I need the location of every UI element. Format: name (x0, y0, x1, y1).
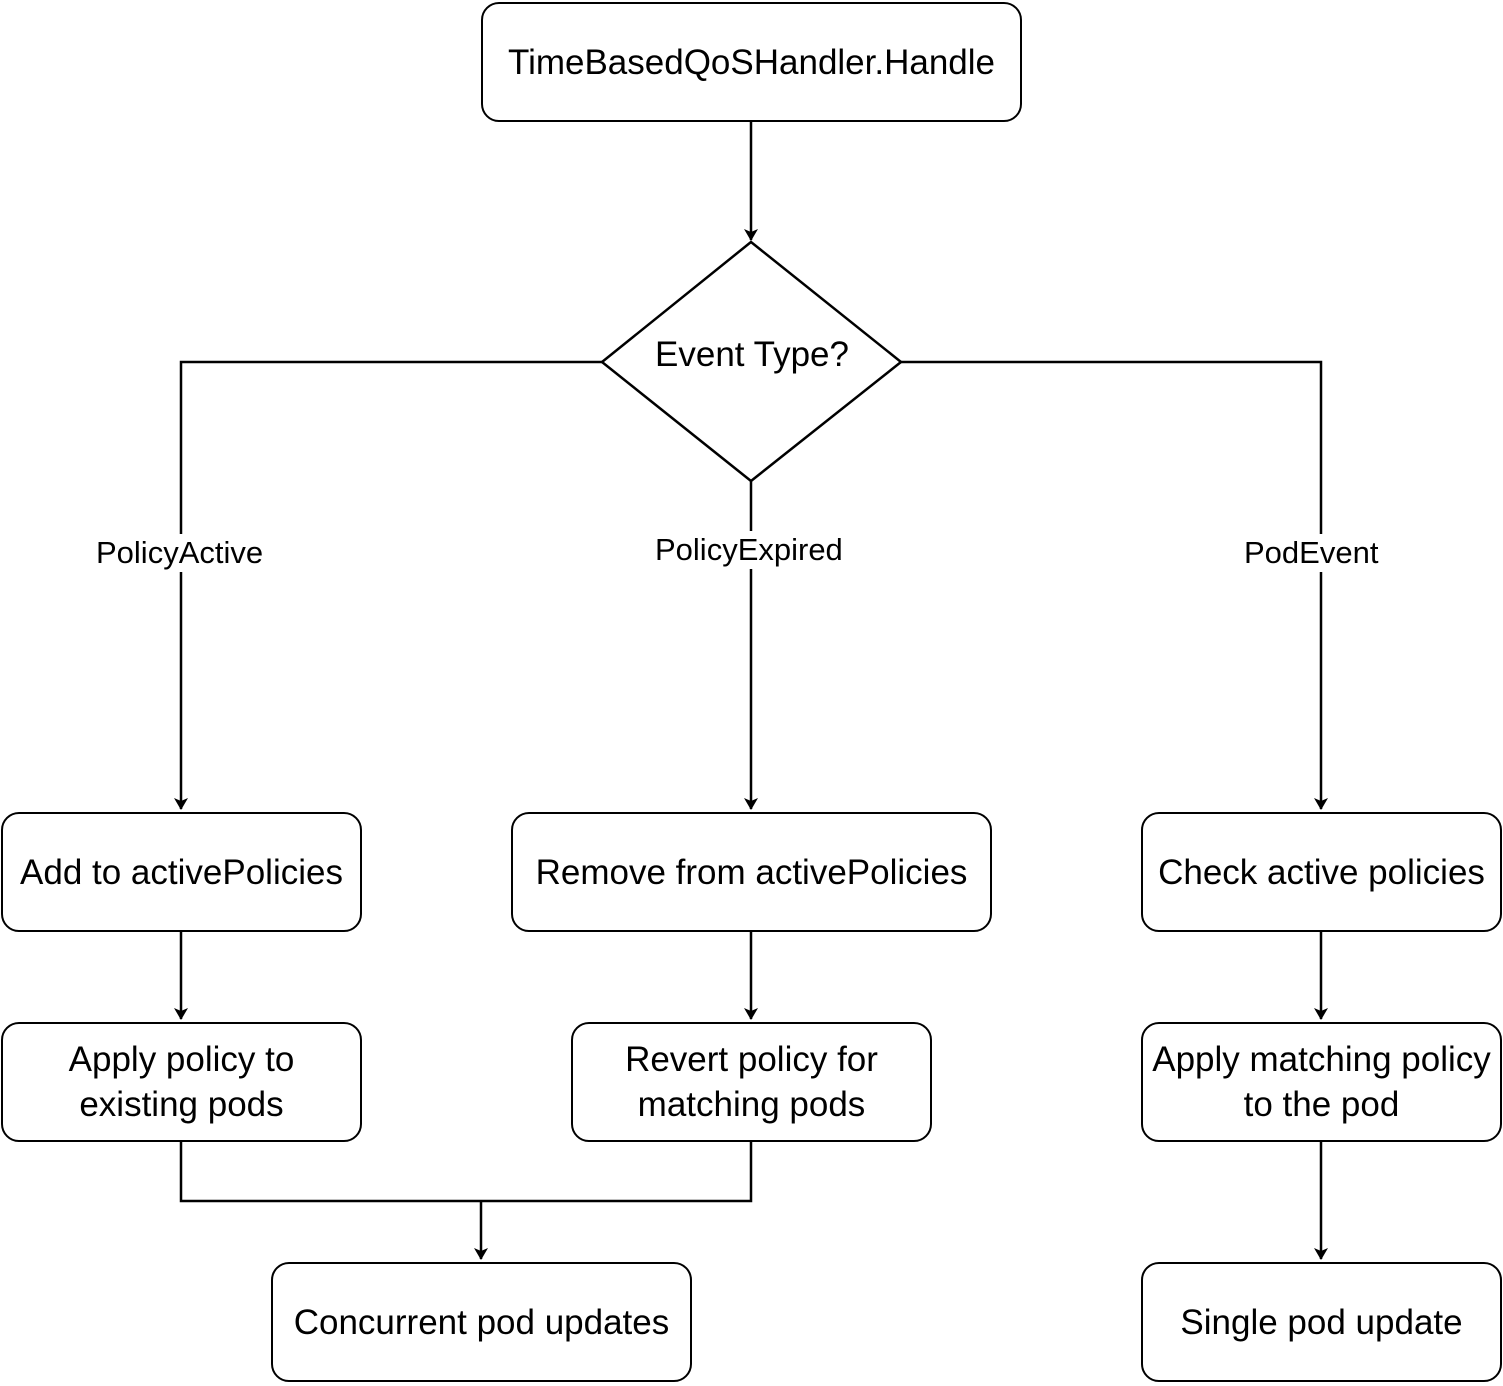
apply-policy-existing-node: Apply policy to existing pods (1, 1022, 362, 1142)
start-node-label: TimeBasedQoSHandler.Handle (507, 42, 996, 82)
concurrent-pod-updates-node: Concurrent pod updates (271, 1262, 692, 1382)
check-active-policies-node: Check active policies (1141, 812, 1502, 932)
revert-policy-node: Revert policy for matching pods (571, 1022, 932, 1142)
edge-apply-existing-merge (179, 1141, 753, 1203)
apply-matching-policy-label: Apply matching policy to the pod (1152, 1040, 1491, 1124)
decision-label: Event Type? (655, 335, 849, 374)
remove-active-policies-label: Remove from activePolicies (535, 852, 968, 892)
apply-policy-existing-label: Apply policy to existing pods (68, 1040, 295, 1124)
edge-pod-event (901, 360, 1328, 810)
revert-policy-label: Revert policy for matching pods (625, 1040, 878, 1124)
remove-active-policies-node: Remove from activePolicies (511, 812, 992, 932)
edge-label-policy-active: PolicyActive (94, 534, 266, 572)
single-pod-update-node: Single pod update (1141, 1262, 1502, 1382)
check-active-policies-label: Check active policies (1158, 852, 1485, 892)
edge-label-policy-expired: PolicyExpired (653, 531, 845, 569)
start-node: TimeBasedQoSHandler.Handle (481, 2, 1022, 122)
apply-matching-policy-node: Apply matching policy to the pod (1141, 1022, 1502, 1142)
edge-label-pod-event: PodEvent (1242, 534, 1381, 572)
edge-policy-active (174, 360, 602, 810)
single-pod-update-label: Single pod update (1180, 1302, 1463, 1342)
add-active-policies-label: Add to activePolicies (20, 852, 343, 892)
concurrent-pod-updates-label: Concurrent pod updates (293, 1302, 670, 1342)
add-active-policies-node: Add to activePolicies (1, 812, 362, 932)
